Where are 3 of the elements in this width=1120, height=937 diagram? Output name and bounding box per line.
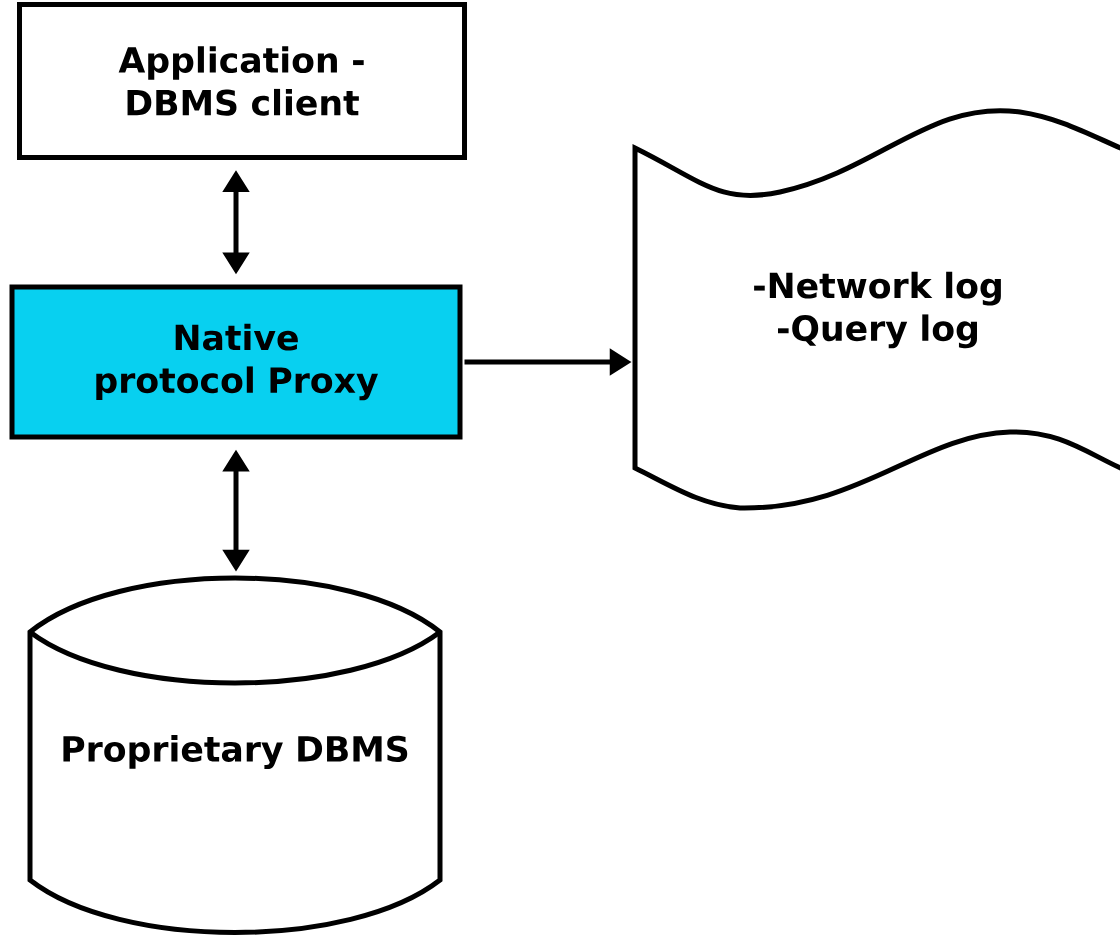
database-cylinder: Proprietary DBMS <box>27 575 443 935</box>
proxy-box: Native protocol Proxy <box>9 284 463 440</box>
process-box: Application - DBMS client <box>17 2 467 160</box>
